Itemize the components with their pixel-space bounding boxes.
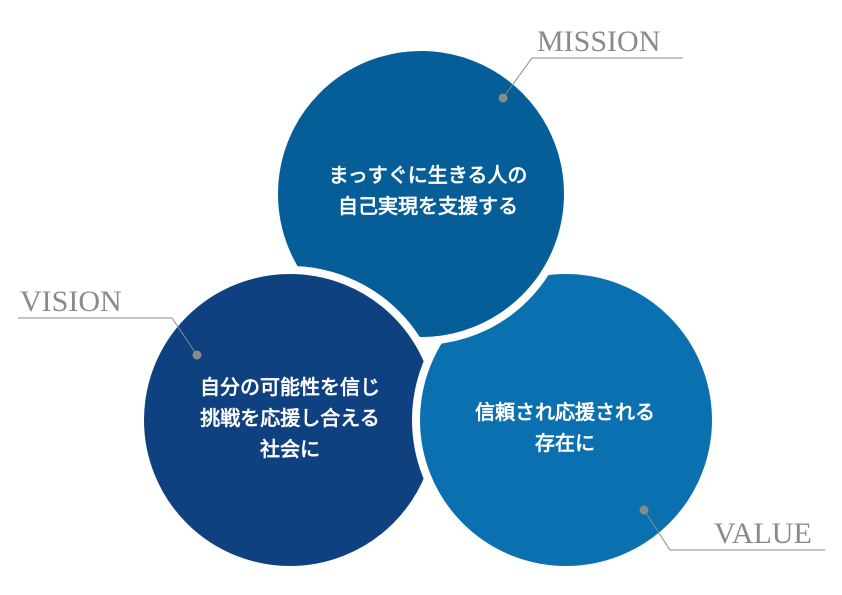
vision-line-2: 挑戦を応援し合える [200,406,380,430]
value-line-2: 存在に [535,431,595,455]
value-circle [412,266,720,574]
value-label: VALUE [714,517,812,550]
value-dot [639,505,649,515]
value-line-1: 信頼され応援される [475,400,655,424]
vision-leader-line [18,317,198,356]
mission-label: MISSION [537,25,661,58]
vision-line-1: 自分の可能性を信じ [200,375,380,399]
value-text: 信頼され応援される 存在に [425,397,705,459]
mission-line-1: まっすぐに生きる人の [328,163,528,187]
vision-label: VISION [20,285,122,318]
vision-line-3: 社会に [260,437,320,461]
mission-text: まっすぐに生きる人の 自己実現を支援する [288,160,568,222]
mission-leader-line [502,57,683,99]
vision-dot [192,350,202,360]
value-leader-line [643,509,825,551]
vision-text: 自分の可能性を信じ 挑戦を応援し合える 社会に [150,372,430,465]
mission-dot [498,93,508,103]
mission-circle-overlap [432,43,572,345]
mission-line-2: 自己実現を支援する [338,194,518,218]
